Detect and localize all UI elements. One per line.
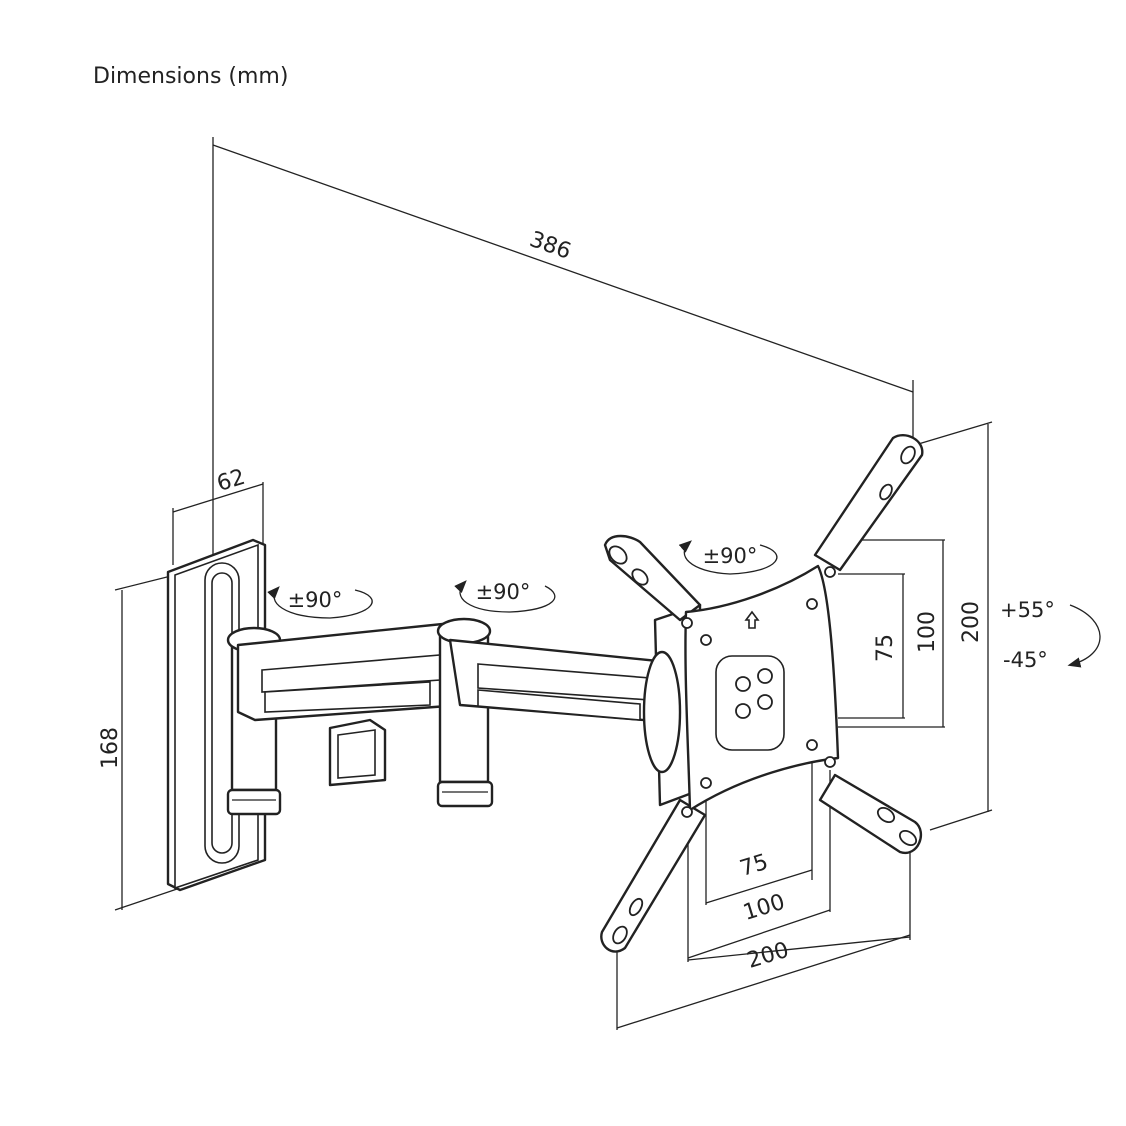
dim-arm-length: 386 <box>526 227 574 265</box>
dim-vesa-v-100: 100 <box>915 611 940 653</box>
dim-vesa-v-75: 75 <box>873 634 898 662</box>
dim-vesa-h-75: 75 <box>737 850 771 882</box>
rotation-middle-joint: ±90° <box>476 580 531 604</box>
dim-vesa-h-200: 200 <box>744 938 791 974</box>
tilt-down-label: -45° <box>1003 648 1048 672</box>
tilt-up-label: +55° <box>1000 598 1055 622</box>
rotation-indicators <box>267 540 1101 668</box>
dim-plate-depth: 62 <box>214 465 248 497</box>
rotation-head: ±90° <box>703 544 758 568</box>
rotation-wall-joint: ±90° <box>288 588 343 612</box>
first-arm <box>236 620 464 787</box>
dim-vesa-v-200: 200 <box>959 601 984 643</box>
dim-plate-height: 168 <box>98 727 123 769</box>
dim-vesa-h-100: 100 <box>740 890 787 926</box>
page-title: Dimensions (mm) <box>93 64 289 89</box>
vesa-adapter-plate <box>600 433 924 953</box>
dimension-lines <box>114 137 993 1030</box>
second-arm <box>448 638 670 724</box>
